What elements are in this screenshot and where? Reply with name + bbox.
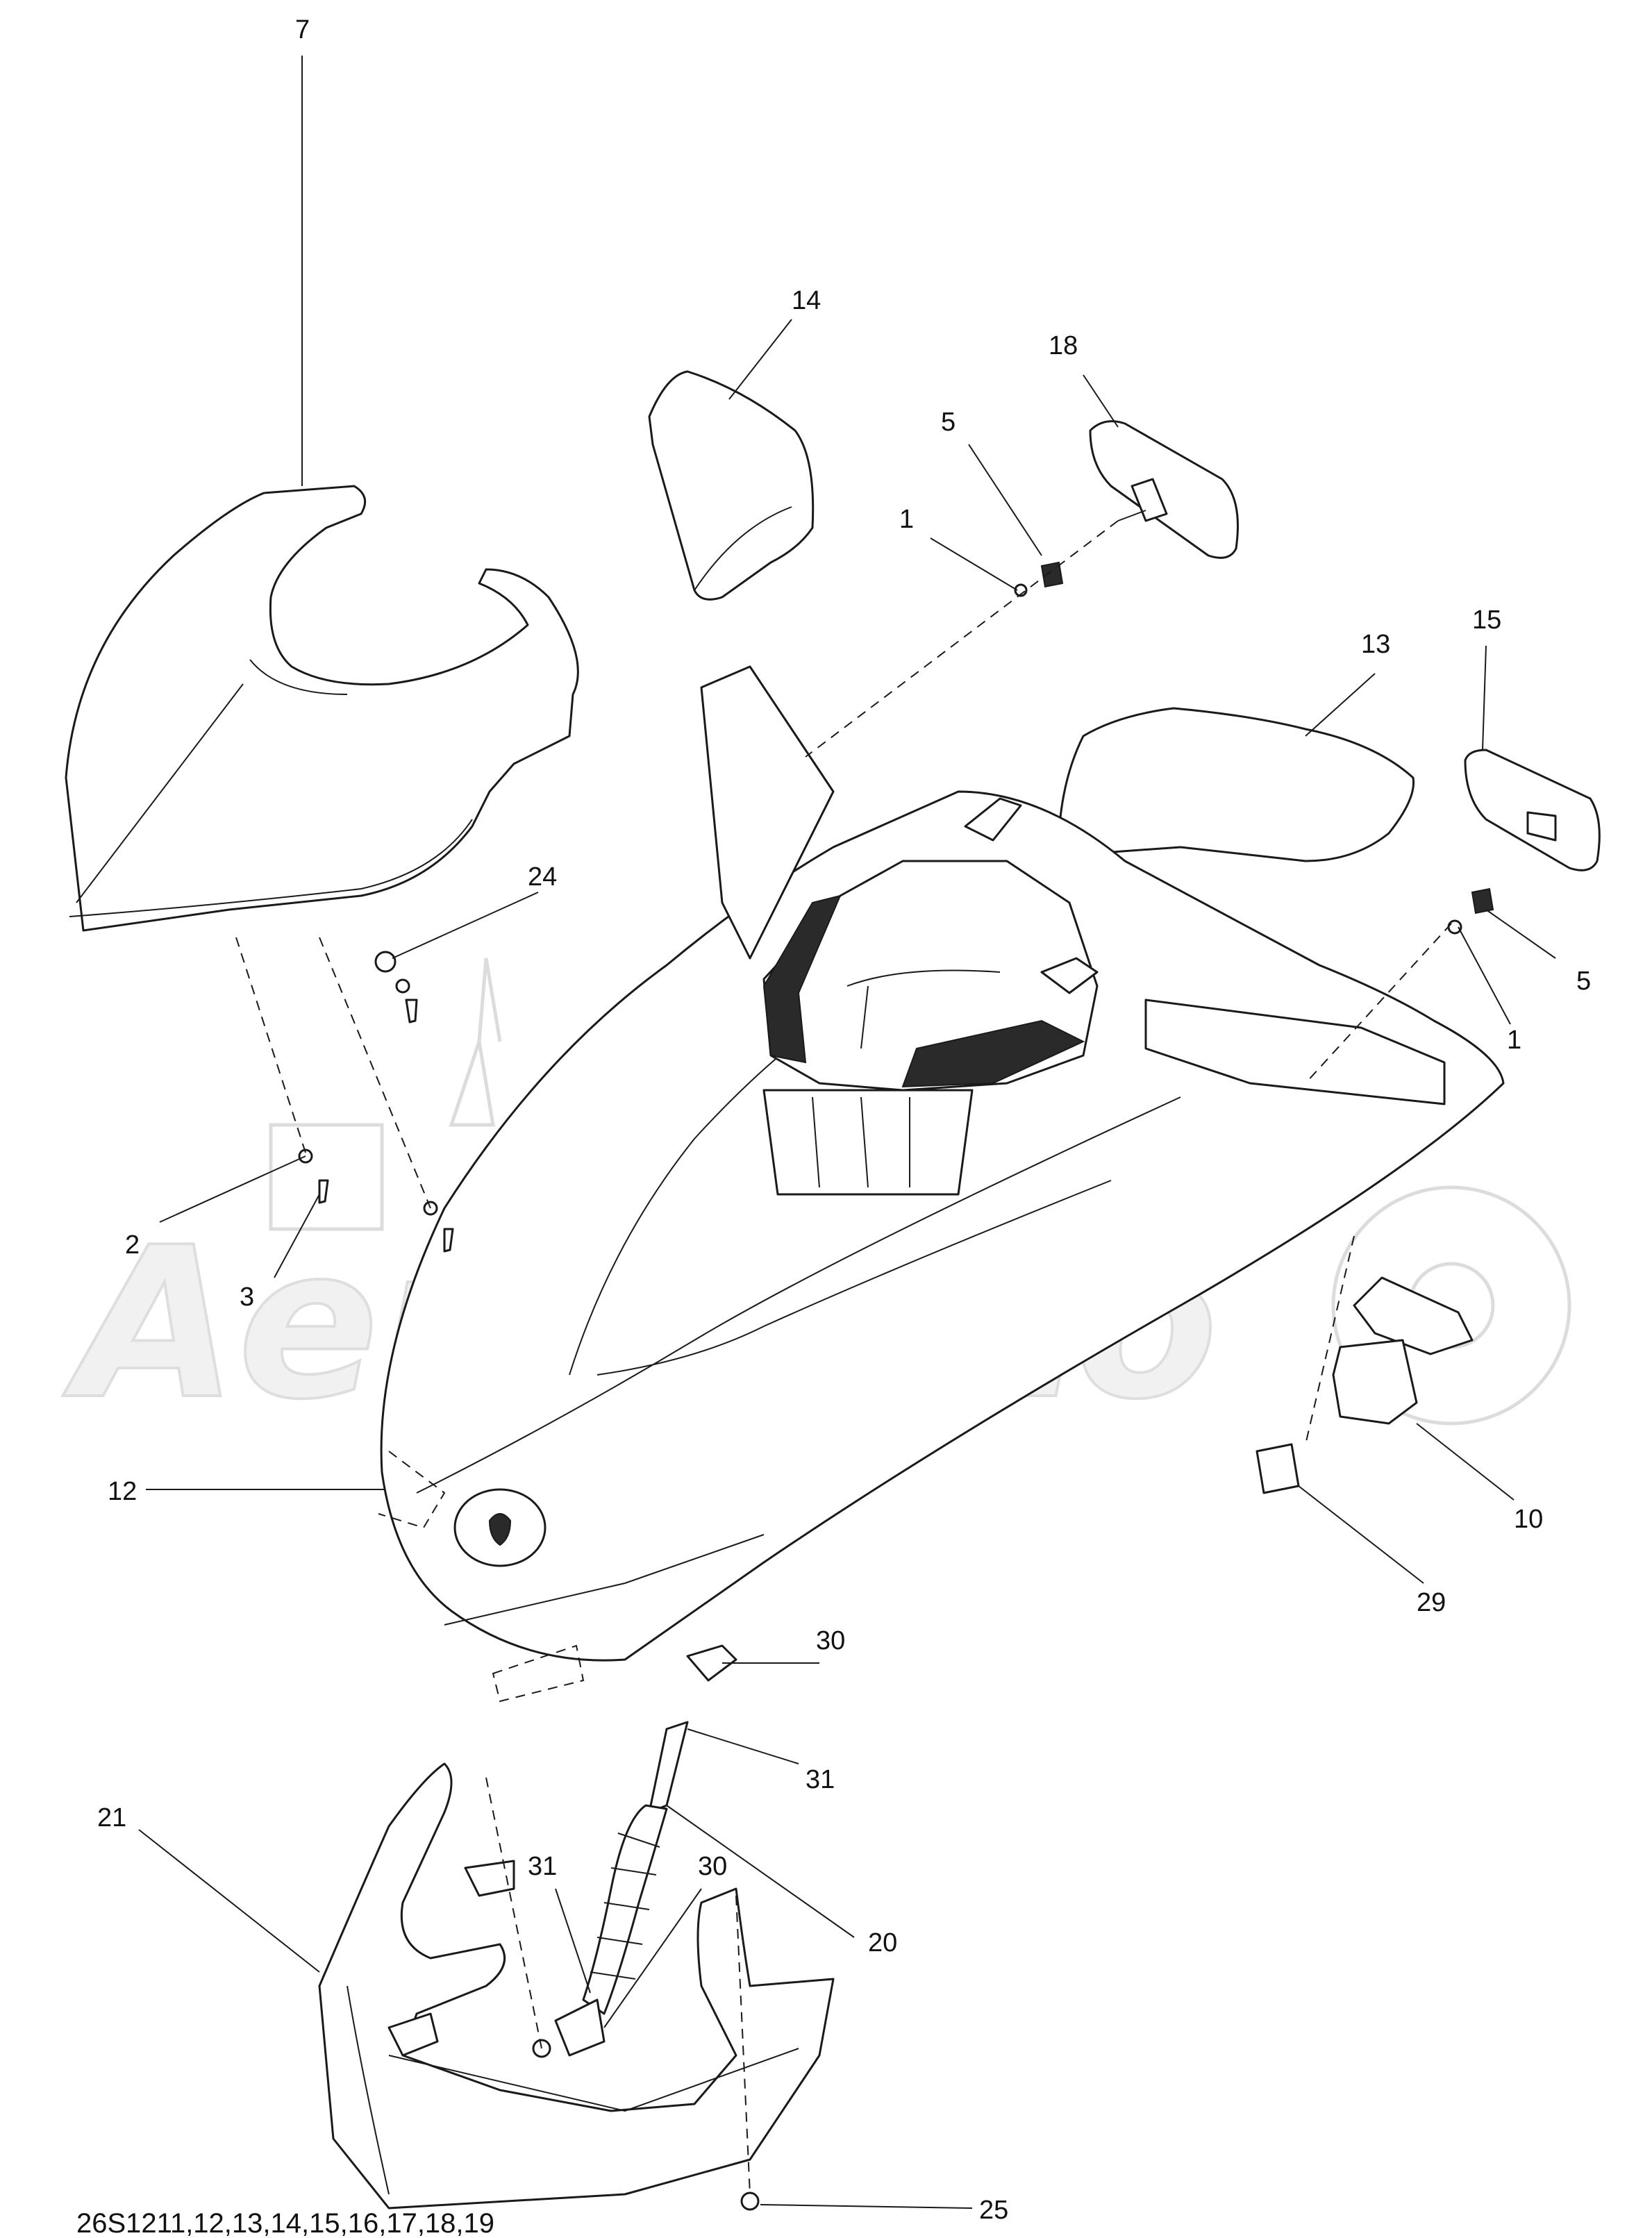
callout-12: 12	[108, 1477, 137, 1506]
leader-lines	[138, 56, 1556, 2209]
callout-25: 25	[979, 2196, 1008, 2225]
windshield-right-part	[1058, 707, 1415, 862]
callout-21: 21	[97, 1803, 126, 1832]
drawing-code: 26S1211,12,13,14,15,16,17,18,19	[76, 2208, 494, 2238]
callout-14: 14	[792, 286, 821, 315]
hood-part	[378, 665, 1505, 1703]
callout-20: 20	[868, 1928, 897, 1957]
callout-3: 3	[240, 1283, 254, 1312]
gas-strut-part	[554, 1644, 737, 2057]
seat-cover-part	[65, 485, 579, 932]
windshield-left-part	[648, 370, 815, 601]
latch-part	[1255, 1276, 1474, 1494]
callout-31a: 31	[806, 1765, 835, 1794]
callout-15: 15	[1472, 606, 1501, 635]
callout-30a: 30	[816, 1626, 845, 1655]
callout-31b: 31	[528, 1852, 557, 1881]
lower-cowl-part	[318, 1762, 835, 2210]
hardware-parts	[298, 561, 1494, 2211]
callout-2: 2	[125, 1230, 140, 1260]
callout-24: 24	[528, 862, 557, 892]
callout-10: 10	[1514, 1505, 1543, 1534]
callout-5b: 5	[1576, 967, 1591, 996]
callout-29: 29	[1417, 1588, 1446, 1617]
mirror-right-part	[1464, 749, 1601, 871]
callout-labels: 7 14 18 5 1 13 15 24 5 1 2 3 12 10 29 30…	[97, 15, 1591, 2225]
callout-30b: 30	[698, 1852, 727, 1881]
callout-1a: 1	[899, 505, 914, 534]
callout-7: 7	[295, 15, 310, 44]
assembly-lines	[235, 520, 1452, 2195]
callout-13: 13	[1361, 630, 1390, 659]
callout-1b: 1	[1507, 1026, 1521, 1055]
callout-18: 18	[1049, 331, 1078, 360]
callout-5a: 5	[941, 408, 956, 437]
mirror-left-part	[1089, 420, 1239, 559]
